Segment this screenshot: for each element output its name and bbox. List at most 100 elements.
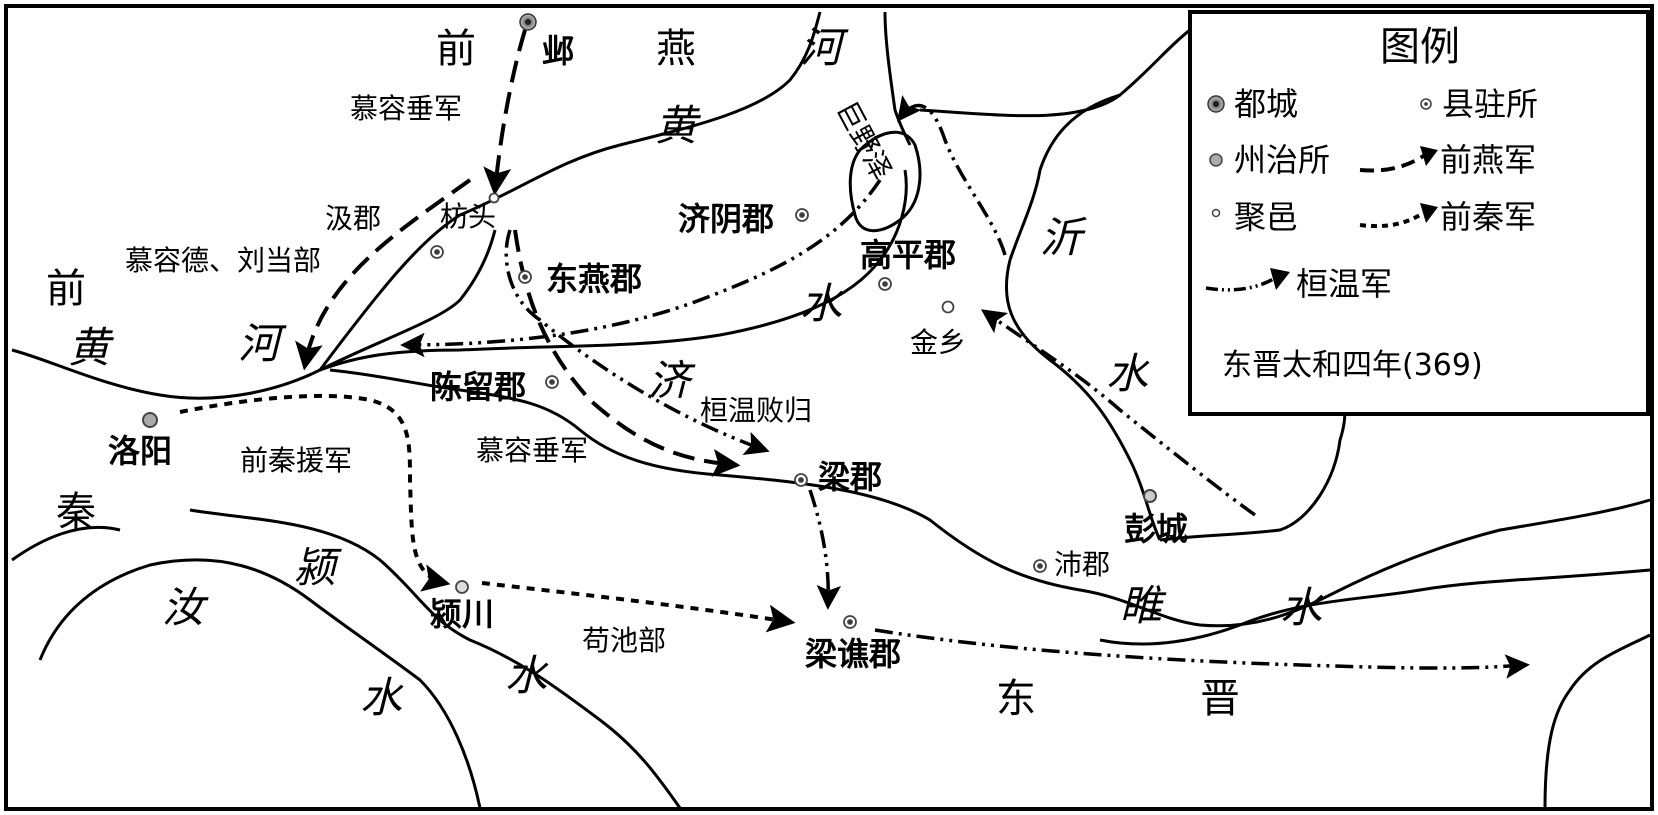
prefecture-icon-luoyang [142,412,158,428]
army-label-murong-chui-2: 慕容垂军 [476,434,588,467]
yi-river [919,28,1191,118]
river-label-juyeze: 巨野泽 [830,96,899,186]
si-river [1159,404,1347,542]
river-label-he-1: 河 [800,23,849,72]
settlement-markers [488,192,955,314]
army-label-murong-chui-1: 慕容垂军 [350,92,462,125]
capital-icon [1207,95,1225,113]
yellow-river-north [318,11,822,371]
map-frame [4,4,1654,811]
region-label-dongjin-2: 晋 [1200,676,1240,722]
ru-river-west [11,525,121,562]
legend-item-settlement: 聚邑 [1234,198,1298,236]
legend-item-prefecture: 州治所 [1234,141,1330,179]
east-coast [1543,633,1651,809]
place-label-fangtou: 枋头 [440,200,496,233]
legend-item-county-seat: 县驻所 [1442,85,1538,123]
legend-item-huan-wen: 桓温军 [1296,265,1392,303]
place-label-jiyin: 济阴郡 [678,200,774,238]
county-markers [430,208,1047,629]
army-label-gouchi: 苟池部 [582,624,666,657]
ji-river [329,368,1651,628]
yellow-river-main [11,169,908,400]
river-label-ru: 汝 [162,583,209,632]
river-north-to-juye [883,11,912,146]
legend-item-former-qin: 前秦军 [1440,198,1536,236]
river-label-ying: 颍 [294,543,342,592]
former-qin-routes [179,393,796,633]
legend-title: 图例 [1380,24,1460,70]
place-label-yingchuan: 颍川 [430,595,494,633]
route-gouchi [481,581,796,633]
county-icon-chenliu [545,375,559,389]
place-label-luoyang: 洛阳 [108,432,172,470]
county-icon-liangqiao [843,615,857,629]
county-icon-pei [1033,559,1047,573]
place-label-pei: 沛郡 [1054,548,1110,581]
route-murong-de [295,178,472,371]
huan-wen-routes [400,94,1530,679]
place-label-jinxiang: 金乡 [910,326,966,359]
river-label-shui-ying: 水 [505,651,549,700]
huan-wen-army-icon [1205,268,1290,292]
place-label-liang: 梁郡 [818,458,882,496]
route-huanwen-to-juye [897,94,1007,256]
former-qin-army-icon [1359,203,1438,229]
route-huanwen-baigui [504,229,770,456]
upper-river-fangtou [319,229,497,372]
region-label-dongjin-1: 东 [996,676,1036,722]
county-icon-jiyin [795,208,809,222]
county-icon-yingchuan [455,580,469,594]
route-qianqin-yuanjun [179,393,451,592]
river-label-he-2: 河 [238,319,287,368]
place-label-chenliu: 陈留郡 [430,368,526,406]
legend-box [1188,10,1650,416]
region-label-qianqin-1: 前 [46,266,86,312]
settlement-icon [1211,208,1221,218]
capital-markers [519,13,537,31]
route-murong-chui-1 [483,29,527,196]
legend-item-capital: 都城 [1234,85,1298,123]
river-label-ji: 济 [648,356,696,405]
place-label-jijun: 汲郡 [325,202,381,235]
yi-river-b [1008,93,1121,261]
prefecture-icon [1209,153,1223,167]
route-huanwen-east [874,628,1530,679]
county-seat-icon [1420,98,1432,110]
river-label-huang-2: 黄 [68,323,114,372]
settlement-icon-fangtou [488,192,500,204]
river-label-shui-sui: 水 [1280,583,1324,632]
place-label-pengcheng: 彭城 [1124,510,1188,548]
river-label-shui-ji: 水 [800,279,844,328]
river-label-yi: 沂 [1040,213,1087,262]
route-huanwen-to-fangtou [400,179,882,358]
ying-river [189,508,682,809]
region-label-qianyan-1: 前 [436,26,476,72]
county-icon-dongyan [518,270,532,284]
prefecture-markers [142,412,1157,503]
river-label-shui-yi: 水 [1106,349,1150,398]
army-label-murong-de: 慕容德、刘当部 [125,244,321,277]
sui-river [1099,568,1651,646]
county-icon-gaoping [878,277,892,291]
yi-river-c [1004,259,1162,541]
army-label-huanwen-baigui: 桓温败归 [700,394,812,427]
place-label-liangqiao: 梁谯郡 [805,635,901,673]
river-label-shui-ru: 水 [360,673,404,722]
legend-era: 东晋太和四年(369) [1222,348,1483,383]
legend-item-former-yan: 前燕军 [1440,141,1536,179]
army-label-qianqin-yuanjun: 前秦援军 [240,444,352,477]
place-label-ye: 邺 [542,32,574,70]
former-yan-routes [295,29,741,477]
settlement-icon-jinxiang [941,300,955,314]
county-icon-liang [794,473,808,487]
route-huanwen-liang [808,489,842,610]
ru-river [38,558,482,809]
river-label-sui: 睢 [1120,581,1167,630]
county-icon-jijun [430,245,444,259]
route-huanwen-north [980,309,1257,517]
former-yan-army-icon [1359,146,1438,173]
route-murong-chui-2 [513,229,741,477]
prefecture-icon-pengcheng [1143,489,1157,503]
